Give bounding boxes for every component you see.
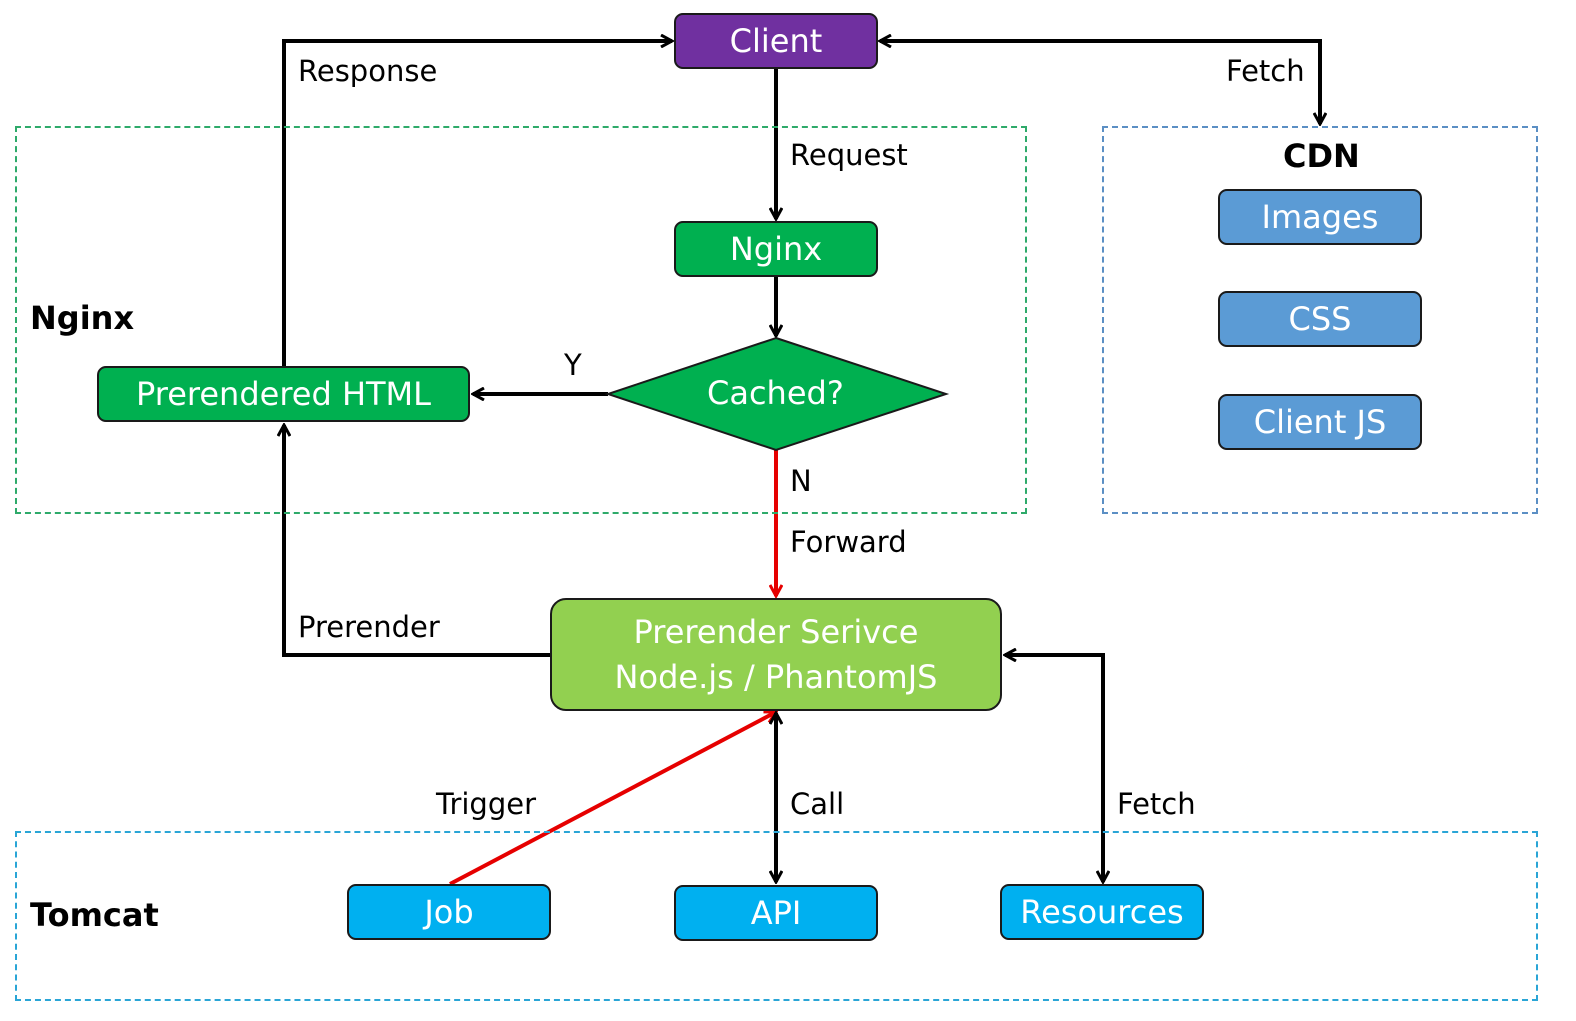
client-node: Client xyxy=(674,13,878,69)
prerender-service-title: Prerender Serivce xyxy=(633,613,919,652)
tomcat-group-label: Tomcat xyxy=(30,896,159,934)
prerender-label: Prerender xyxy=(298,610,440,644)
edge-prerender xyxy=(284,425,550,657)
forward-label: Forward xyxy=(790,525,907,559)
cached-diamond xyxy=(604,336,950,452)
resources-node: Resources xyxy=(1000,884,1204,940)
api-node: API xyxy=(674,885,878,941)
tomcat-group xyxy=(15,831,1538,1001)
edge-response xyxy=(282,41,672,366)
trigger-label: Trigger xyxy=(436,787,537,821)
yes-label: Y xyxy=(564,348,582,382)
fetch-resources-label: Fetch xyxy=(1117,787,1196,821)
request-label: Request xyxy=(790,138,908,172)
nginx-node: Nginx xyxy=(674,221,878,277)
css-node: CSS xyxy=(1218,291,1422,347)
images-node: Images xyxy=(1218,189,1422,245)
job-node: Job xyxy=(347,884,551,940)
nginx-group xyxy=(15,126,1027,514)
cdn-group xyxy=(1102,126,1538,514)
cached-label: Cached? xyxy=(707,374,844,412)
prerender-service-stack: Node.js / PhantomJS xyxy=(614,657,938,696)
edge-trigger xyxy=(449,710,776,886)
edge-fetch-resources xyxy=(1005,655,1103,882)
client-js-node: Client JS xyxy=(1218,394,1422,450)
nginx-group-label: Nginx xyxy=(30,299,135,337)
fetch-cdn-label: Fetch xyxy=(1226,54,1305,88)
call-label: Call xyxy=(790,787,845,821)
response-label: Response xyxy=(298,54,438,88)
prerender-service-node: Prerender Serivce Node.js / PhantomJS xyxy=(550,598,1002,711)
prerendered-html-node: Prerendered HTML xyxy=(97,366,470,422)
cdn-group-label: CDN xyxy=(1283,137,1360,175)
no-label: N xyxy=(790,464,812,498)
edge-fetch-cdn xyxy=(880,41,1320,124)
